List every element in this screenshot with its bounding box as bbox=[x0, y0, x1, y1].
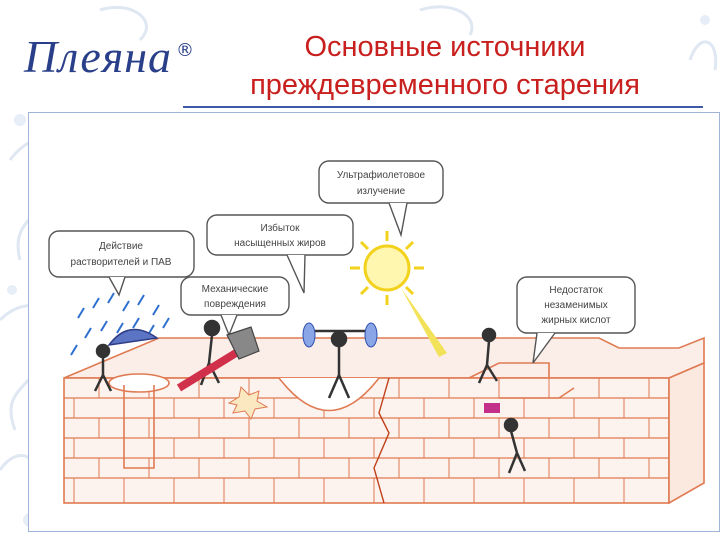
barbell-weight-left bbox=[302, 322, 316, 348]
hammer-head bbox=[226, 326, 260, 360]
sun-icon bbox=[350, 231, 447, 357]
bubble-fatty-acids: Недостаток незаменимых жирных кислот bbox=[516, 276, 636, 364]
bubble-mechanical-line-1: Механические bbox=[202, 284, 269, 295]
bubble-uv-line-2: излучение bbox=[357, 186, 406, 197]
barbell-weight-right bbox=[364, 322, 378, 348]
impact-burst bbox=[227, 385, 269, 421]
brick-wall bbox=[63, 336, 705, 505]
aging-sources-illustration: Действие растворителей и ПАВ Избыток нас… bbox=[48, 160, 705, 505]
pink-brick bbox=[484, 403, 500, 413]
brand-logo: Плеяна bbox=[24, 31, 173, 82]
hammer-icon bbox=[176, 344, 247, 392]
title-underline bbox=[183, 106, 703, 108]
bubble-mechanical-line-2: повреждения bbox=[204, 299, 266, 310]
bubble-deficit-line-1: Недостаток bbox=[549, 285, 603, 296]
bubble-mechanical: Механические повреждения bbox=[180, 276, 290, 337]
bubble-saturated-line-2: насыщенных жиров bbox=[234, 238, 326, 249]
figure-umbrella bbox=[93, 343, 113, 392]
bubble-saturated-fats: Избыток насыщенных жиров bbox=[206, 214, 354, 294]
bubble-saturated-line-1: Избыток bbox=[261, 222, 301, 234]
bubble-deficit-line-3: жирных кислот bbox=[541, 315, 611, 326]
illustration-panel: Действие растворителей и ПАВ Избыток нас… bbox=[28, 112, 720, 532]
figure-weightlifter bbox=[309, 329, 371, 399]
title-line-1: Основные источники bbox=[304, 31, 586, 63]
slide-title: Основные источники преждевременного стар… bbox=[180, 28, 710, 104]
bubble-deficit-line-2: незаменимых bbox=[544, 300, 608, 311]
bubble-solvents-line-2: растворителей и ПАВ bbox=[71, 257, 172, 268]
figure-right-top bbox=[477, 327, 499, 384]
registered-mark: ® bbox=[176, 40, 194, 61]
bubble-uv-line-1: Ультрафиолетовое bbox=[337, 169, 426, 181]
rain-icon bbox=[70, 292, 170, 356]
figure-hammer bbox=[199, 319, 221, 386]
umbrella-icon bbox=[107, 328, 159, 347]
title-line-2: преждевременного старения bbox=[250, 69, 640, 101]
bubble-solvents: Действие растворителей и ПАВ bbox=[48, 230, 195, 297]
figure-right-bottom bbox=[503, 417, 527, 474]
bubble-uv: Ультрафиолетовое излучение bbox=[318, 160, 444, 238]
bubble-solvents-line-1: Действие bbox=[99, 241, 143, 252]
